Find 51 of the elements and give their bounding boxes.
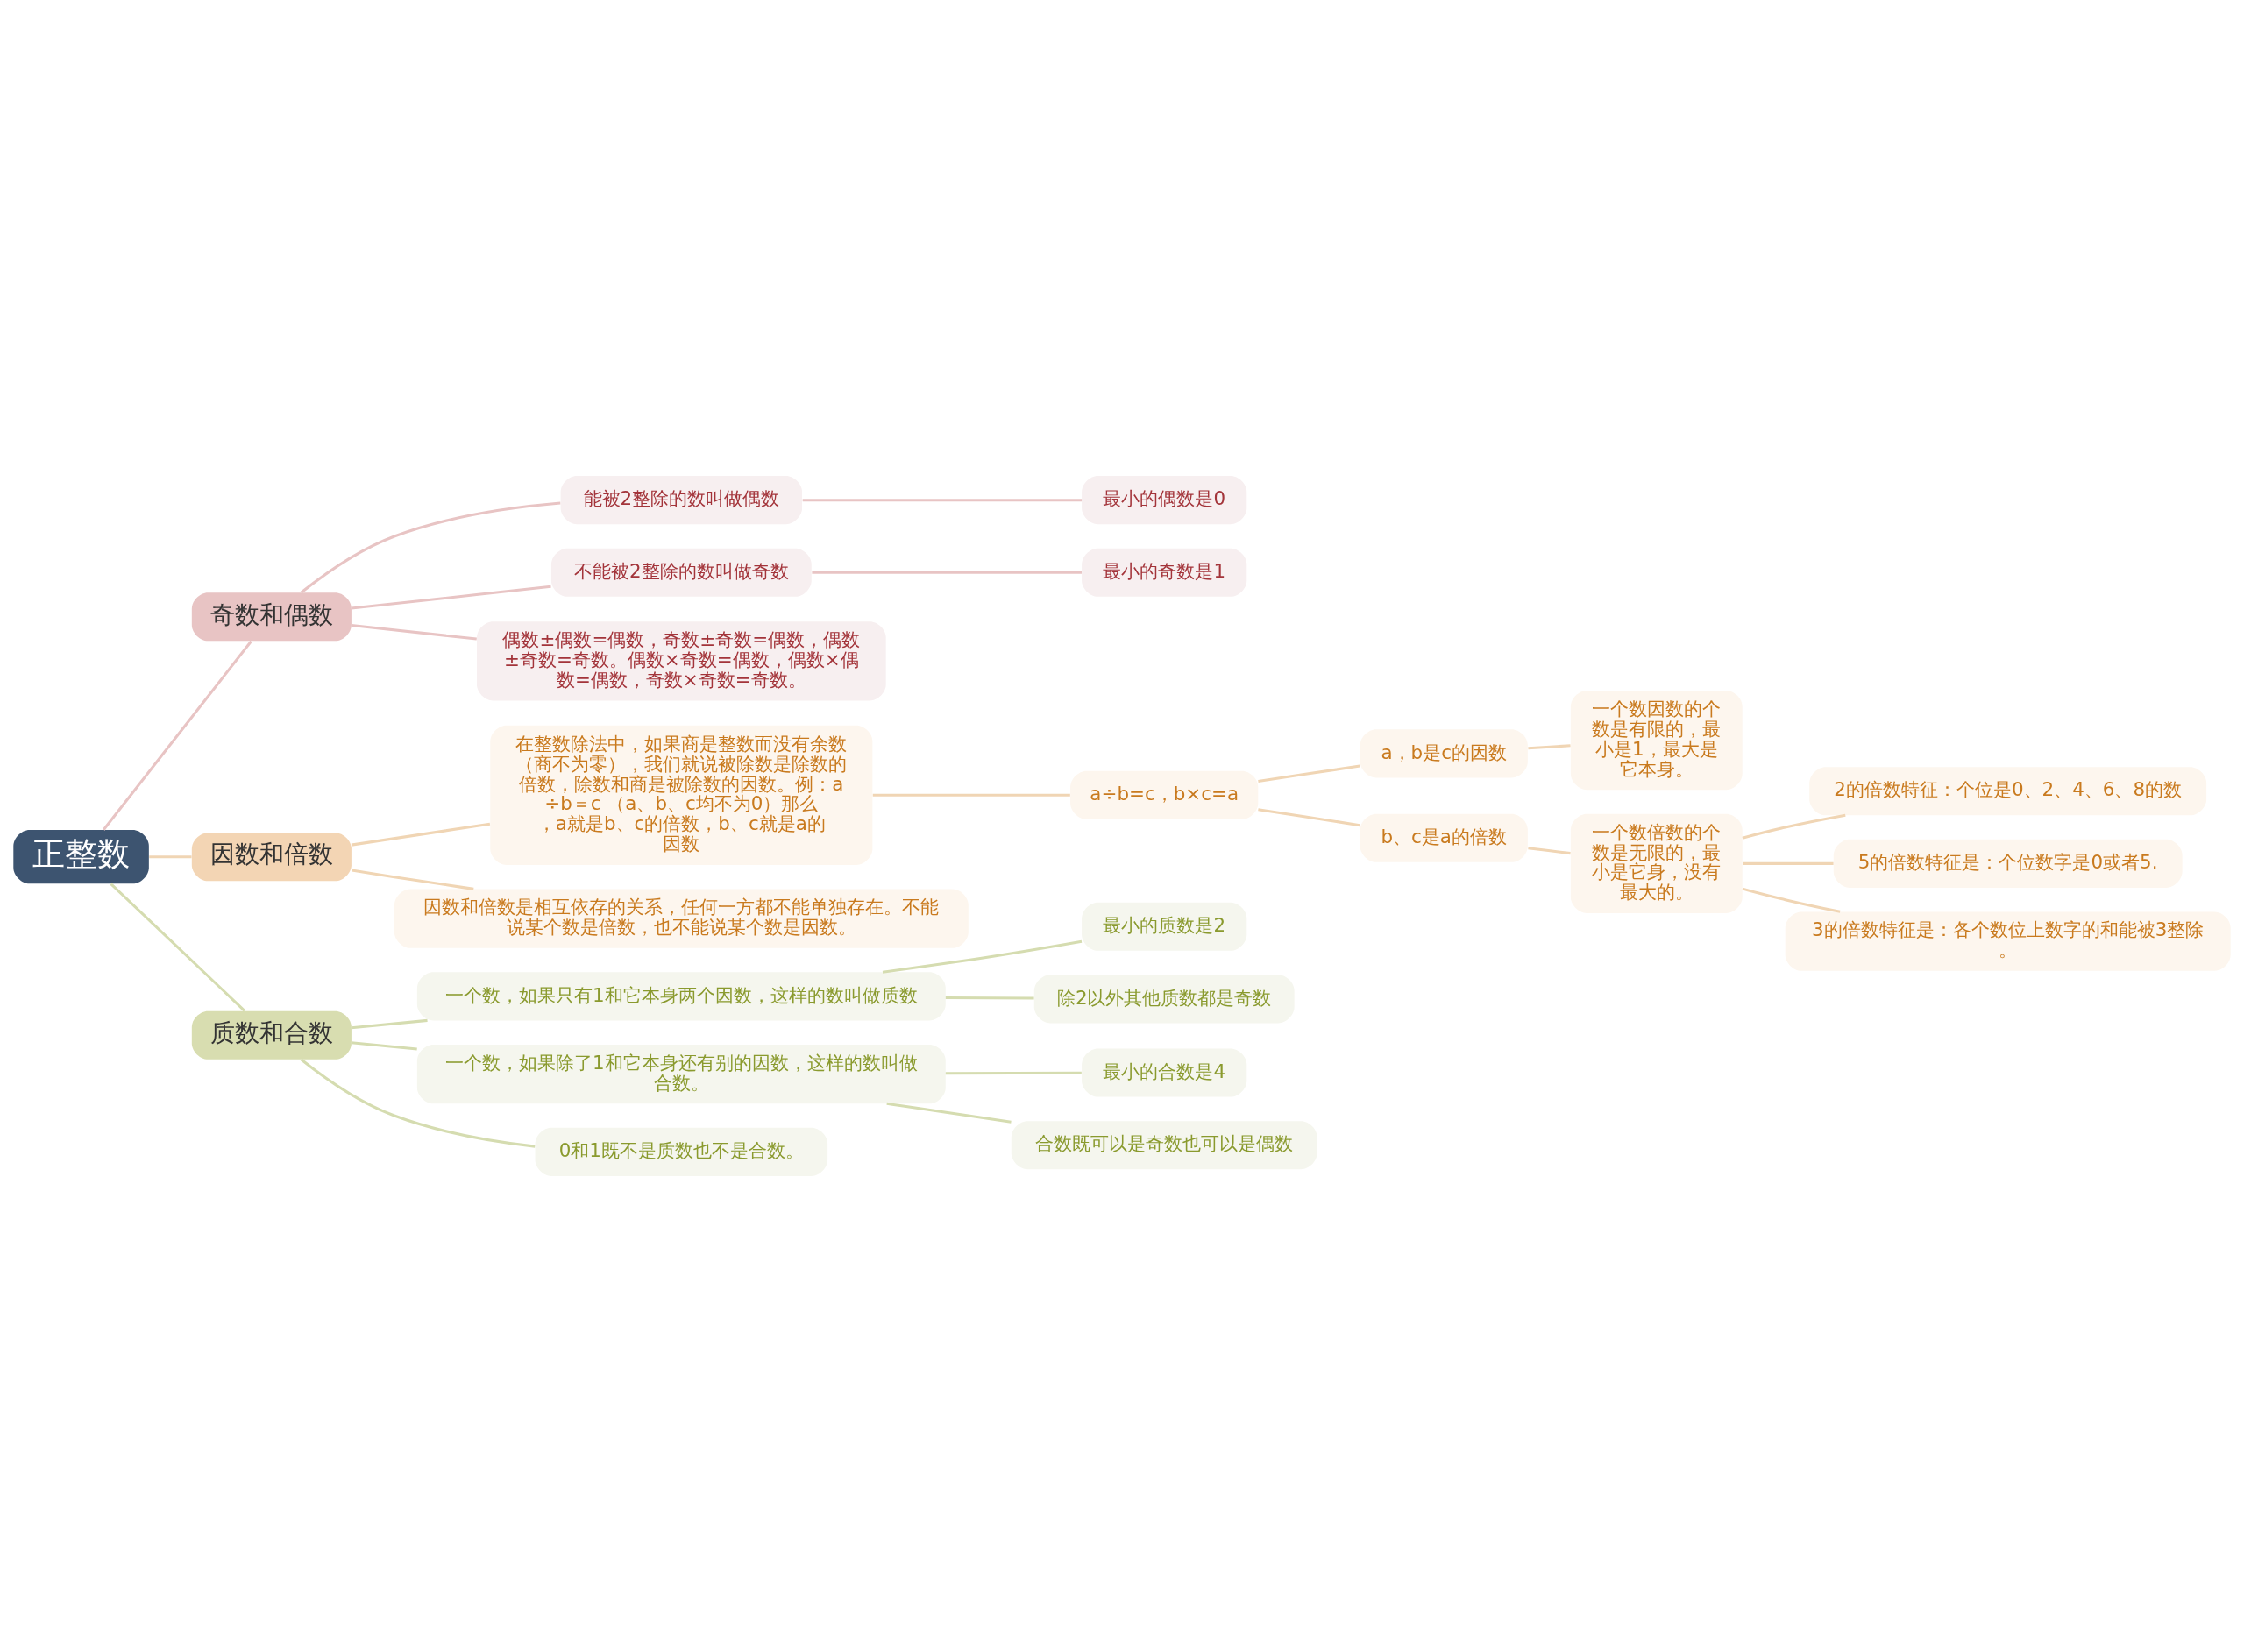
connector [945, 1071, 1082, 1075]
connector [1528, 744, 1571, 750]
connector [882, 939, 1083, 974]
node-box: 偶数±偶数=偶数，奇数±奇数=偶数，偶数±奇数=奇数。偶数×奇数=偶数，偶数×偶数=偶数，奇数×奇数=奇数。 [477, 621, 886, 701]
connector [110, 883, 245, 1012]
node-box: 一个数，如果除了1和它本身还有别的因数，这样的数叫做合数。 [416, 1044, 946, 1104]
node-box: 0和1既不是质数也不是合数。 [535, 1127, 828, 1176]
connector [351, 624, 477, 641]
node-box: 奇数和偶数 [191, 592, 352, 642]
connector [1742, 887, 1841, 913]
node-box: 正整数 [13, 830, 149, 884]
connector [945, 996, 1034, 1000]
node-box: 最小的质数是2 [1082, 902, 1247, 951]
connector [351, 822, 491, 847]
connector [103, 640, 252, 831]
node-box: 除2以外其他质数都是奇数 [1033, 975, 1295, 1024]
node-box: 在整数除法中，如果商是整数而没有余数（商不为零），我们就说被除数是除数的倍数，除数和商是被除数的因数。例：a÷b＝c （a、b、c均不为0）那么，a就是b、c的倍数，b、c就是a的因数 [490, 725, 873, 865]
connector [872, 793, 1070, 797]
connector [351, 1041, 417, 1051]
connector [1528, 847, 1571, 855]
node-box: 最小的合数是4 [1082, 1048, 1247, 1097]
connector [352, 869, 474, 890]
node-box: b、c是a的倍数 [1360, 813, 1528, 862]
connector [300, 1058, 536, 1148]
connector [300, 501, 561, 594]
connector [351, 585, 551, 610]
node-box: 因数和倍数 [191, 833, 352, 882]
node-box: 合数既可以是奇数也可以是偶数 [1011, 1121, 1317, 1170]
node-box: 不能被2整除的数叫做奇数 [550, 548, 812, 597]
node-box: a÷b=c，b×c=a [1070, 770, 1259, 819]
node-box: 一个数因数的个数是有限的，最小是1，最大是它本身。 [1570, 690, 1743, 791]
connector [149, 855, 192, 859]
node-box: 一个数倍数的个数是无限的，最小是它身，没有最大的。 [1570, 813, 1743, 913]
connector [1258, 808, 1360, 827]
connector [802, 499, 1083, 502]
connector [1743, 861, 1834, 865]
node-box: 3的倍数特征是：各个数位上数字的和能被3整除。 [1785, 911, 2231, 971]
node-box: 能被2整除的数叫做偶数 [560, 476, 803, 525]
node-box: a，b是c的因数 [1360, 729, 1528, 778]
node-box: 最小的偶数是0 [1082, 476, 1247, 525]
node-box: 一个数，如果只有1和它本身两个因数，这样的数叫做质数 [416, 972, 946, 1021]
node-box: 最小的奇数是1 [1082, 548, 1247, 597]
node-box: 质数和合数 [191, 1010, 352, 1060]
connector [1258, 764, 1360, 783]
connector [351, 1018, 428, 1030]
node-box: 因数和倍数是相互依存的关系，任何一方都不能单独存在。不能说某个数是倍数，也不能说某个数是因数。 [394, 889, 969, 948]
connector [886, 1102, 1012, 1124]
node-box: 2的倍数特征：个位是0、2、4、6、8的数 [1809, 767, 2207, 816]
node-box: 5的倍数特征是：个位数字是0或者5. [1833, 839, 2183, 888]
connector [812, 571, 1082, 574]
connector [1742, 813, 1846, 840]
